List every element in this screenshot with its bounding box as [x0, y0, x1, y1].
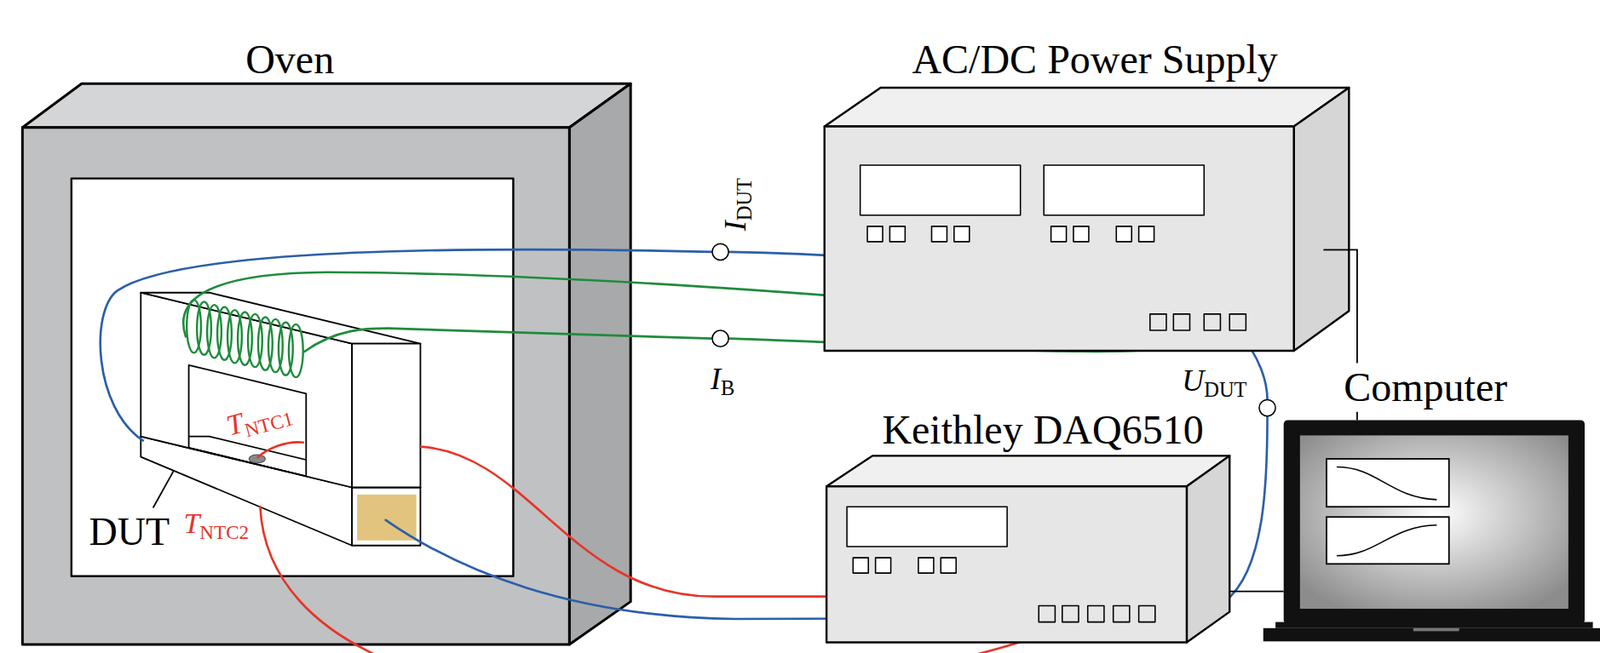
oven-housing — [22, 83, 631, 645]
subscript: B — [720, 376, 735, 400]
case-front — [826, 486, 1187, 643]
terminal — [1062, 605, 1079, 622]
instrument-box: Keithley DAQ6510 — [826, 406, 1230, 653]
symbol-letter: U — [1181, 363, 1204, 398]
button — [1116, 226, 1132, 242]
cable-stub — [1323, 249, 1349, 252]
terminals — [1150, 314, 1247, 331]
case-top — [824, 87, 1350, 127]
screen-frame — [1283, 420, 1585, 625]
terminal — [1038, 605, 1055, 622]
power-supply-case — [824, 87, 1350, 352]
symbol-letter: I — [710, 362, 721, 397]
button — [852, 558, 869, 574]
oven-front — [22, 127, 570, 645]
cable-stub — [1356, 412, 1359, 421]
subscript: DUT — [732, 178, 756, 221]
terminal — [1087, 605, 1105, 622]
terminal — [1229, 314, 1246, 331]
button — [1139, 226, 1155, 242]
case-front — [824, 126, 1295, 352]
coil — [186, 299, 304, 378]
ntc-lead — [257, 442, 305, 458]
button — [875, 558, 892, 574]
laptop-base — [1263, 628, 1600, 643]
signal-label: TNTC2 — [183, 507, 249, 544]
node-title: Keithley DAQ6510 — [881, 409, 1203, 451]
data-cable — [1348, 249, 1358, 363]
measure-point — [712, 243, 729, 260]
terminal — [1203, 314, 1221, 331]
drawing-group — [22, 83, 1600, 653]
subscript: NTC2 — [199, 521, 249, 544]
terminal — [1139, 605, 1156, 622]
signal-label: IDUT — [719, 178, 757, 231]
core-end — [351, 344, 421, 489]
instrument-box: Computer — [1283, 362, 1585, 625]
chart-panel — [1326, 517, 1450, 565]
leader-line — [153, 471, 174, 508]
button — [889, 226, 905, 242]
node-title: Computer — [1343, 367, 1508, 409]
terminal — [1113, 605, 1130, 622]
red-wire — [259, 506, 429, 653]
chart-curve — [1336, 467, 1437, 501]
ntc-sensor — [248, 454, 265, 464]
green-wire — [304, 328, 713, 353]
display — [860, 165, 1021, 216]
symbol-letter: T — [183, 507, 200, 540]
node-title: AC/DC Power Supply — [911, 39, 1278, 81]
terminal — [1173, 314, 1190, 331]
button — [932, 226, 948, 242]
buttons — [867, 226, 1155, 242]
measure-point — [1259, 399, 1276, 416]
laptop-notch — [1413, 628, 1460, 633]
display — [846, 506, 1008, 547]
chart-curve — [1336, 525, 1437, 557]
button — [1051, 226, 1067, 242]
button — [940, 558, 956, 574]
signal-label: UDUT — [1181, 364, 1247, 403]
case-side — [1186, 455, 1230, 643]
oven-window — [71, 178, 514, 577]
case-side — [1294, 87, 1350, 352]
instrument-box: AC/DC Power Supply — [824, 34, 1350, 352]
terminals — [1038, 605, 1156, 622]
laptop — [1263, 412, 1600, 642]
oven-top — [22, 83, 631, 128]
button — [1073, 226, 1089, 242]
button — [954, 226, 970, 242]
button — [867, 226, 883, 242]
symbol-letter: I — [718, 220, 753, 231]
data-cable — [1229, 591, 1284, 593]
hinge — [1275, 622, 1593, 629]
button — [918, 558, 934, 574]
terminal — [1150, 314, 1167, 331]
node-title: Oven — [245, 39, 334, 81]
coil-turn — [288, 324, 304, 378]
screen — [1300, 435, 1569, 610]
buttons — [852, 558, 956, 574]
blue-wire — [100, 249, 713, 441]
subscript: DUT — [1203, 379, 1247, 403]
daq-case — [826, 455, 1230, 643]
signal-label: IB — [710, 362, 735, 401]
case-top — [826, 455, 1230, 487]
display — [1043, 165, 1204, 216]
measure-point — [712, 330, 729, 347]
chart-panel — [1326, 459, 1450, 507]
signal-label: DUT — [89, 511, 171, 555]
